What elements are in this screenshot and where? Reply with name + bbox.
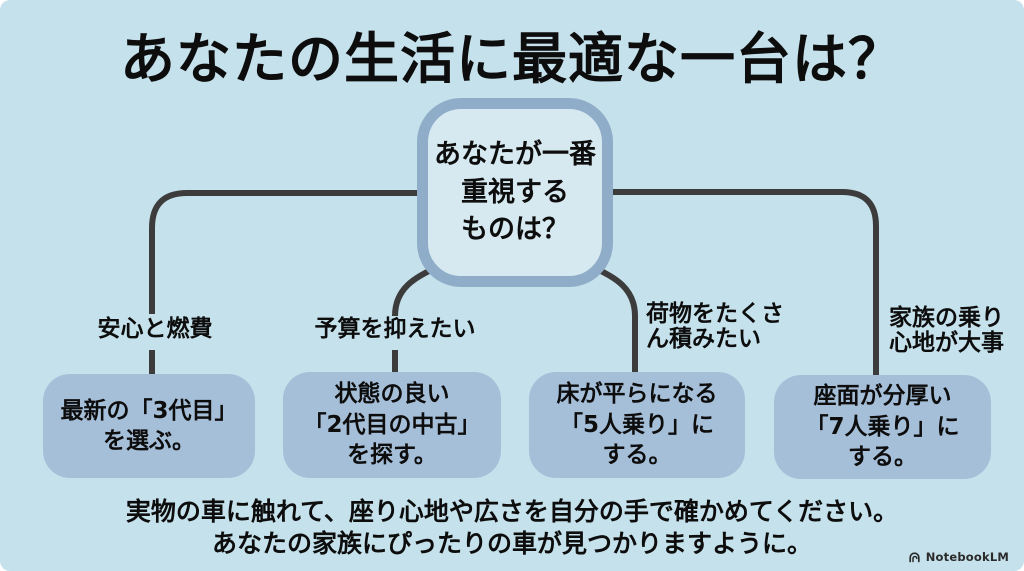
root-question-node: あなたが一番 重視する ものは？ xyxy=(417,98,613,287)
page-title: あなたの生活に最適な一台は？ xyxy=(119,27,904,91)
result-node-3rd-gen-text: 最新の「3代目」 を選ぶ。 xyxy=(60,397,238,454)
footer-message: 実物の車に触れて、座り心地や広さを自分の手で確かめてください。 あなたの家族にぴ… xyxy=(0,496,1024,560)
root-question-text: あなたが一番 重視する ものは？ xyxy=(434,138,596,246)
notebooklm-watermark: NotebookLM xyxy=(908,550,1009,564)
branch-label-safety-fuel: 安心と燃費 xyxy=(97,316,213,342)
notebooklm-label: NotebookLM xyxy=(925,550,1009,564)
result-node-3rd-gen: 最新の「3代目」 を選ぶ。 xyxy=(43,374,255,478)
footer-line-1: 実物の車に触れて、座り心地や広さを自分の手で確かめてください。 xyxy=(125,497,899,526)
notebooklm-logo-icon xyxy=(909,552,920,563)
branch-label-budget: 予算を抑えたい xyxy=(314,316,476,342)
result-node-5-seater: 床が平らになる 「5人乗り」に する。 xyxy=(529,372,745,478)
branch-label-cargo: 荷物をたくさ ん積みたい xyxy=(646,301,784,353)
result-node-2nd-gen-used-text: 状態の良い 「2代目の中古」 を探す。 xyxy=(303,381,481,469)
connector-branch-1 xyxy=(149,190,440,314)
connector-branch-4 xyxy=(590,189,879,378)
footer-line-2: あなたの家族にぴったりの車が見つかりますように。 xyxy=(211,529,812,558)
result-node-2nd-gen-used: 状態の良い 「2代目の中古」 を探す。 xyxy=(283,372,501,478)
branch-label-comfort: 家族の乗り 心地が大事 xyxy=(889,305,1004,357)
result-node-7-seater-text: 座面が分厚い 「7人乗り」に する。 xyxy=(805,383,960,471)
connector-branch-3 xyxy=(588,263,638,373)
result-node-7-seater: 座面が分厚い 「7人乗り」に する。 xyxy=(774,375,991,479)
result-node-5-seater-text: 床が平らになる 「5人乗り」に する。 xyxy=(556,381,718,469)
